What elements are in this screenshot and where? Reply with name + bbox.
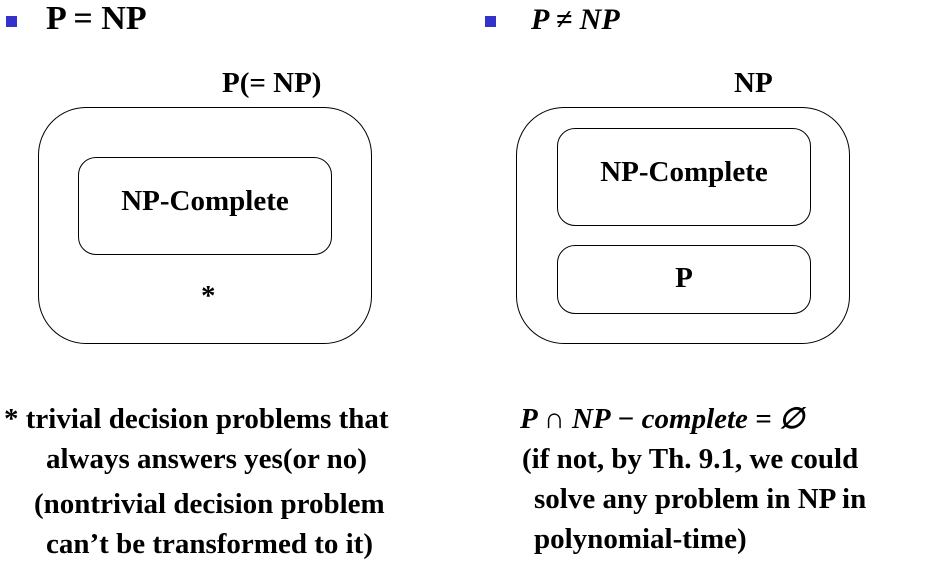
left-note-line-2: always answers yes(or no) (46, 443, 367, 475)
right-note-line-3: polynomial-time) (534, 523, 747, 555)
p-label: P (675, 262, 693, 294)
np-complete-box-right: NP-Complete (557, 128, 811, 226)
left-note-line-3: (nontrivial decision problem (34, 488, 385, 520)
right-bullet-icon (485, 16, 496, 27)
left-heading: P = NP (46, 0, 147, 37)
np-complete-label-left: NP-Complete (121, 185, 289, 217)
left-set-label: P(= NP) (222, 67, 322, 99)
np-complete-box-left: NP-Complete (78, 157, 332, 255)
right-note-line-1: (if not, by Th. 9.1, we could (522, 443, 859, 475)
trivial-problems-marker: * (201, 280, 216, 312)
np-complete-label-right: NP-Complete (600, 156, 768, 188)
right-set-label: NP (734, 67, 773, 99)
intersection-equation: P ∩ NP − complete = ∅ (520, 403, 805, 435)
left-note-line-1: * trivial decision problems that (4, 403, 389, 435)
right-note-line-2: solve any problem in NP in (534, 483, 867, 515)
left-note-line-4: can’t be transformed to it) (46, 528, 373, 560)
right-heading: P ≠ NP (531, 3, 620, 36)
left-bullet-icon (6, 16, 17, 27)
p-box: P (557, 245, 811, 314)
